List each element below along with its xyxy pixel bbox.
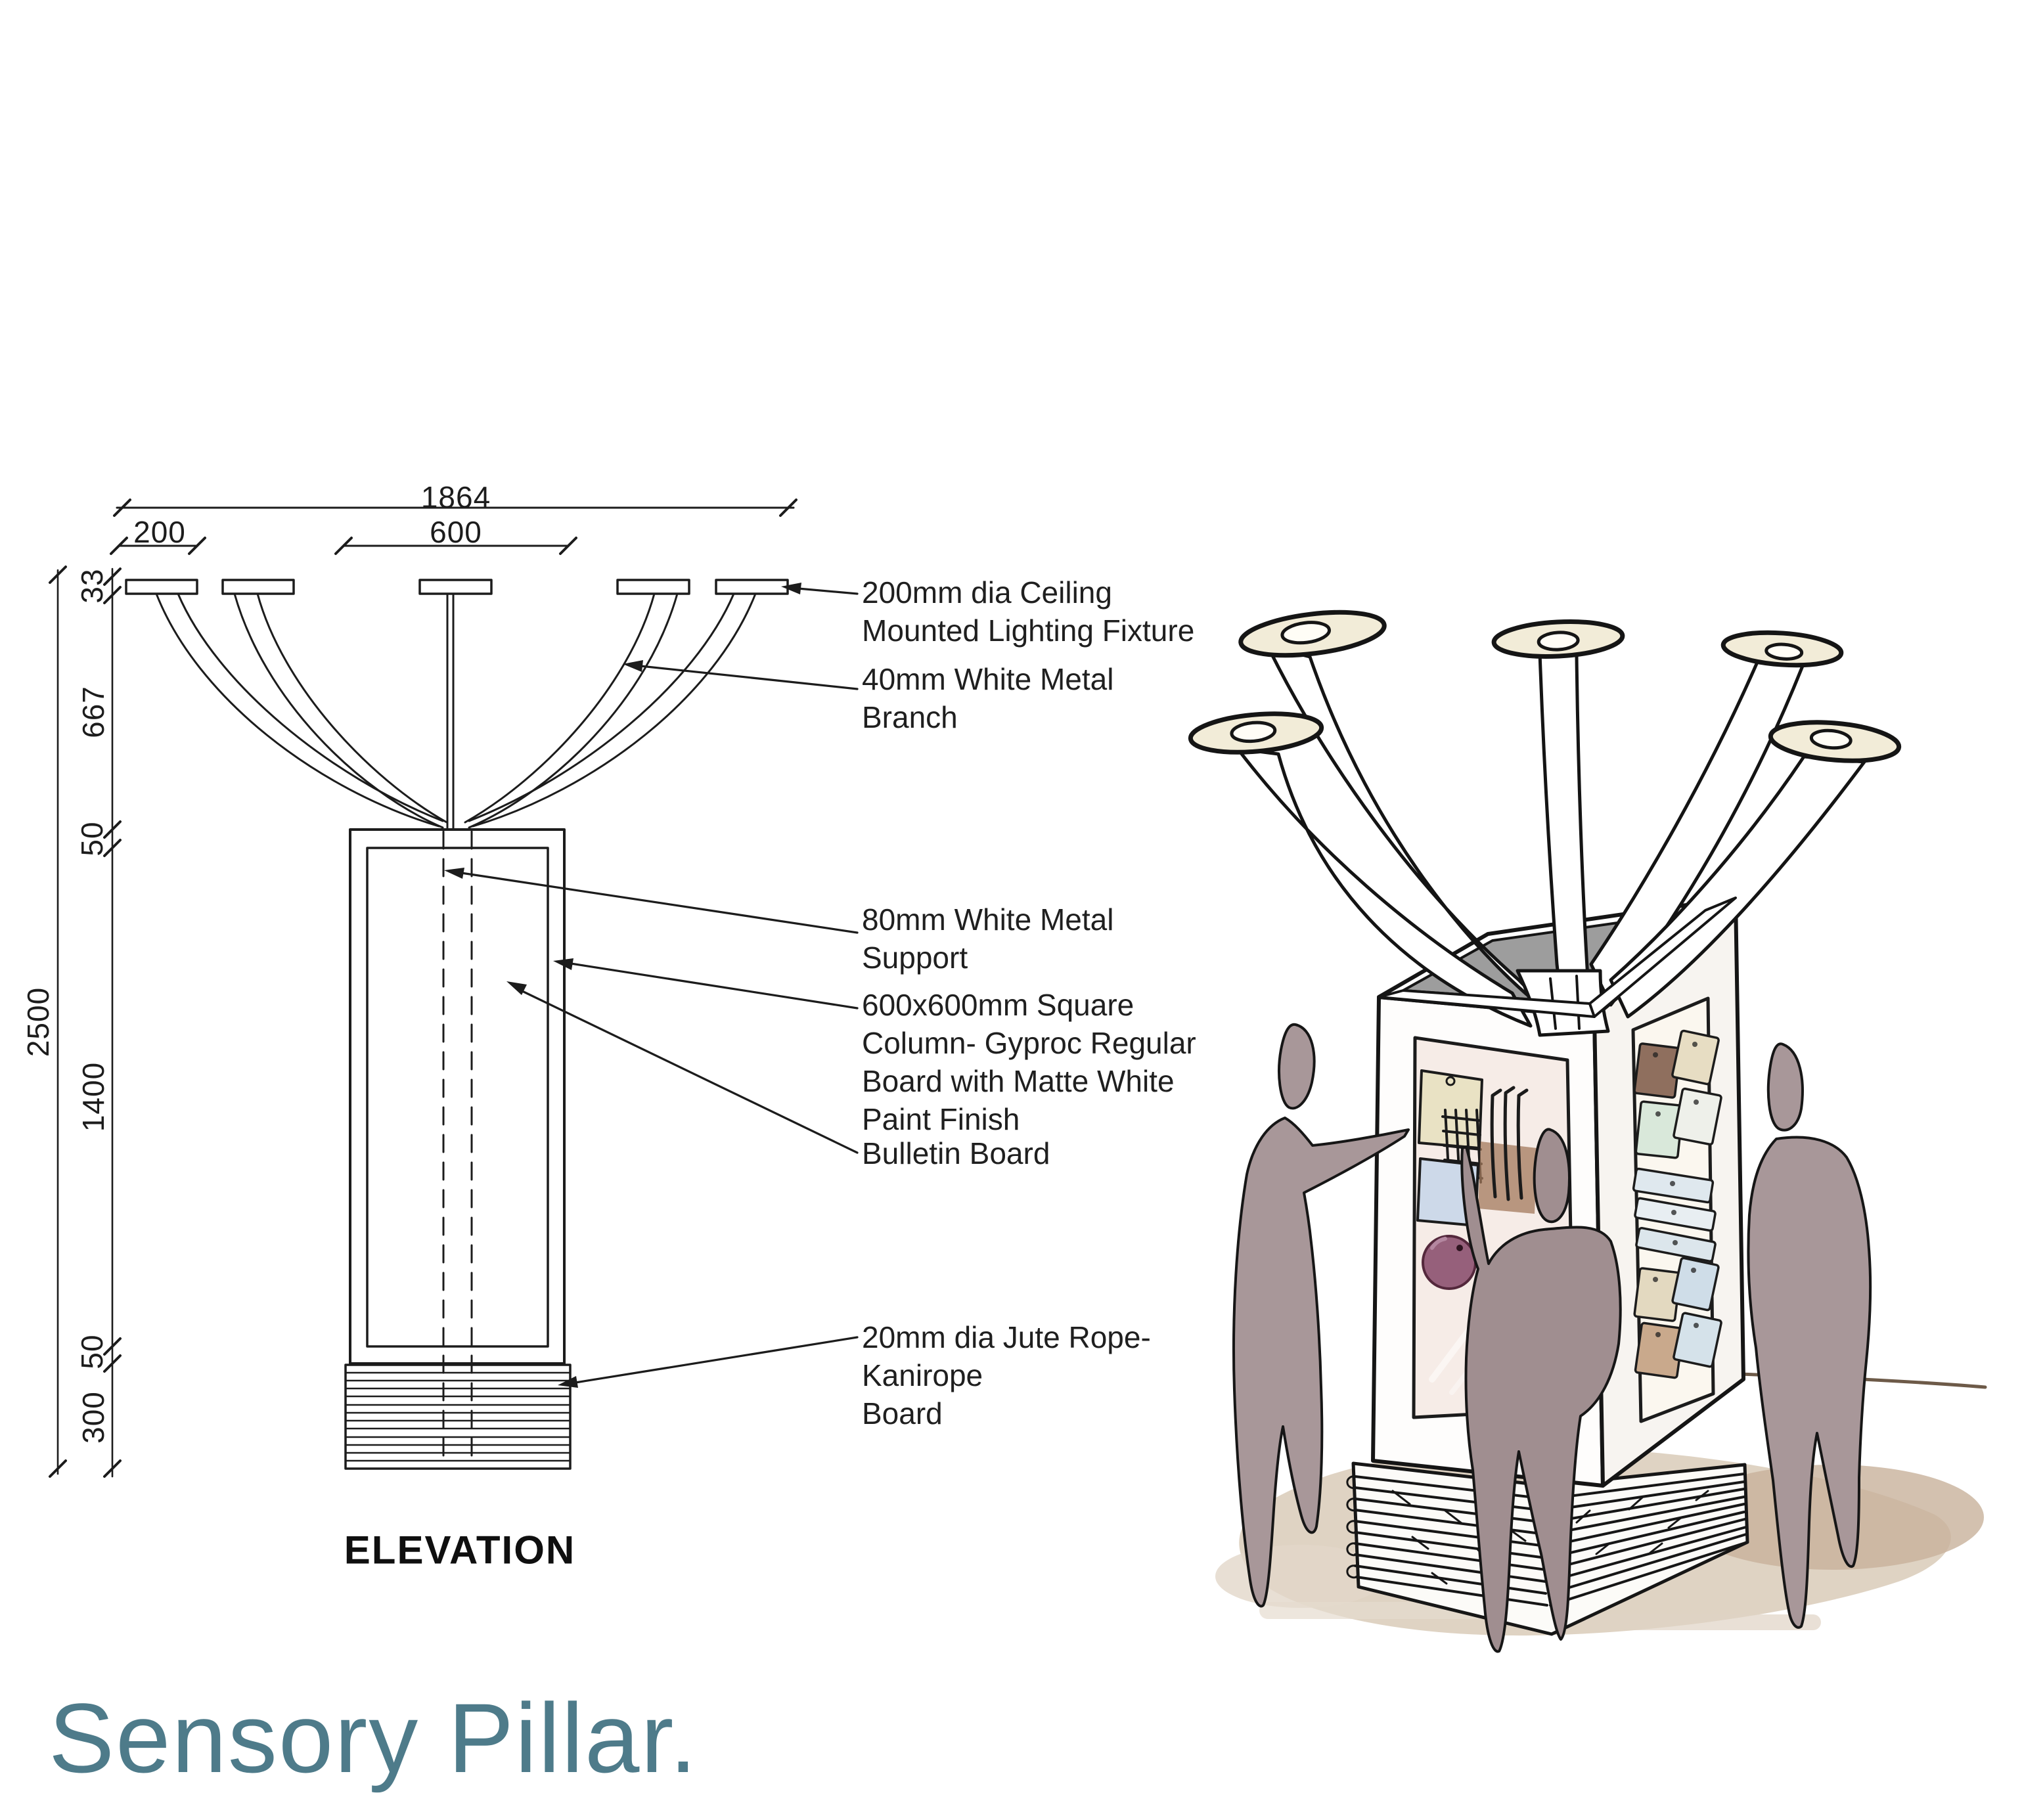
tick bbox=[103, 839, 122, 857]
dim-total-height: 2500 bbox=[21, 987, 55, 1057]
annotation-square-column: 600x600mm Square Column- Gyproc Regular … bbox=[862, 988, 1196, 1136]
rope-base bbox=[344, 1364, 572, 1470]
column bbox=[349, 828, 566, 1466]
tick bbox=[110, 537, 128, 555]
figure-left bbox=[1232, 1023, 1410, 1608]
dim-fixture-dia: 200 bbox=[133, 515, 186, 549]
disc bbox=[1491, 619, 1625, 659]
ceiling-fixtures bbox=[125, 579, 789, 595]
annotation-metal-branch: 40mm White Metal Branch bbox=[862, 662, 1114, 734]
bulletin-board-outline bbox=[366, 847, 549, 1348]
tick bbox=[103, 586, 122, 604]
leader-ceiling-fixture bbox=[797, 587, 859, 595]
tick bbox=[113, 499, 131, 517]
pin bbox=[1456, 1245, 1463, 1251]
leader-metal-support bbox=[460, 872, 859, 934]
view-label: ELEVATION bbox=[344, 1528, 576, 1572]
figure-body bbox=[1232, 1117, 1410, 1608]
lighting-fixture bbox=[125, 579, 198, 595]
leader-arrows bbox=[444, 583, 859, 1388]
disc bbox=[1720, 630, 1844, 668]
dim-branch-height: 667 bbox=[76, 686, 110, 738]
arrowhead bbox=[444, 868, 464, 879]
tick bbox=[103, 1354, 122, 1373]
dim-gap-bottom: 50 bbox=[75, 1334, 109, 1369]
dimension-lines bbox=[49, 499, 798, 1478]
pin bbox=[1445, 1076, 1456, 1086]
tick bbox=[103, 1459, 122, 1478]
column-outline bbox=[349, 828, 566, 1365]
disc bbox=[1238, 610, 1387, 658]
annotation-jute-rope: 20mm dia Jute Rope- Kanirope Board bbox=[862, 1320, 1151, 1431]
disc bbox=[1768, 720, 1902, 763]
figure-body bbox=[1460, 1145, 1622, 1653]
dim-fixture-thickness: 33 bbox=[75, 568, 109, 604]
beige-note bbox=[1418, 1069, 1483, 1149]
tick bbox=[103, 1337, 122, 1356]
light-discs bbox=[1188, 610, 1902, 763]
hanging-sticks bbox=[1490, 1086, 1529, 1201]
dim-overall-width: 1864 bbox=[420, 480, 491, 514]
concept-sketch bbox=[1188, 610, 1987, 1653]
leader-bulletin-board bbox=[521, 990, 859, 1154]
annotation-ceiling-fixture: 200mm dia Ceiling Mounted Lighting Fixtu… bbox=[862, 575, 1195, 648]
tick bbox=[334, 537, 353, 555]
tick bbox=[103, 567, 122, 586]
box-rim-bands bbox=[1378, 897, 1737, 1018]
figure-head bbox=[1533, 1128, 1571, 1224]
leader-jute-rope bbox=[574, 1336, 859, 1384]
lighting-fixture bbox=[715, 579, 789, 595]
annotation-metal-support: 80mm White Metal Support bbox=[862, 902, 1114, 975]
arrowhead bbox=[506, 981, 527, 995]
tick bbox=[49, 566, 67, 584]
light-branches bbox=[1236, 644, 1866, 1037]
elevation-drawing bbox=[49, 499, 859, 1478]
arrowhead bbox=[553, 958, 573, 970]
figures bbox=[1232, 1023, 1872, 1653]
tick bbox=[188, 537, 206, 555]
lighting-fixture bbox=[221, 579, 295, 595]
tick bbox=[559, 537, 577, 555]
tick bbox=[49, 1459, 67, 1478]
lighting-fixture bbox=[616, 579, 690, 595]
dim-gap-top: 50 bbox=[75, 821, 109, 856]
leader-square-column bbox=[570, 962, 859, 1010]
dim-base-height: 300 bbox=[76, 1391, 110, 1444]
figure-head bbox=[1278, 1023, 1316, 1110]
plum-ball bbox=[1422, 1235, 1477, 1290]
arrowhead bbox=[781, 583, 801, 594]
lighting-fixture bbox=[418, 579, 493, 595]
metal-branches bbox=[155, 592, 757, 831]
leader-metal-branch bbox=[639, 665, 859, 690]
figure-head bbox=[1766, 1042, 1804, 1132]
tick bbox=[779, 499, 798, 517]
page-title: Sensory Pillar. bbox=[49, 1683, 698, 1793]
annotation-bulletin-board: Bulletin Board bbox=[862, 1136, 1050, 1170]
figure-center bbox=[1460, 1128, 1622, 1653]
right-notes-strip bbox=[1631, 996, 1722, 1423]
dim-column-width: 600 bbox=[430, 515, 482, 549]
arrowhead bbox=[558, 1376, 578, 1388]
disc bbox=[1188, 711, 1324, 755]
dim-board-height: 1400 bbox=[76, 1061, 110, 1132]
arrowhead bbox=[623, 660, 643, 672]
figure-right bbox=[1747, 1042, 1872, 1629]
figure-body bbox=[1747, 1136, 1872, 1629]
tick bbox=[103, 820, 122, 839]
